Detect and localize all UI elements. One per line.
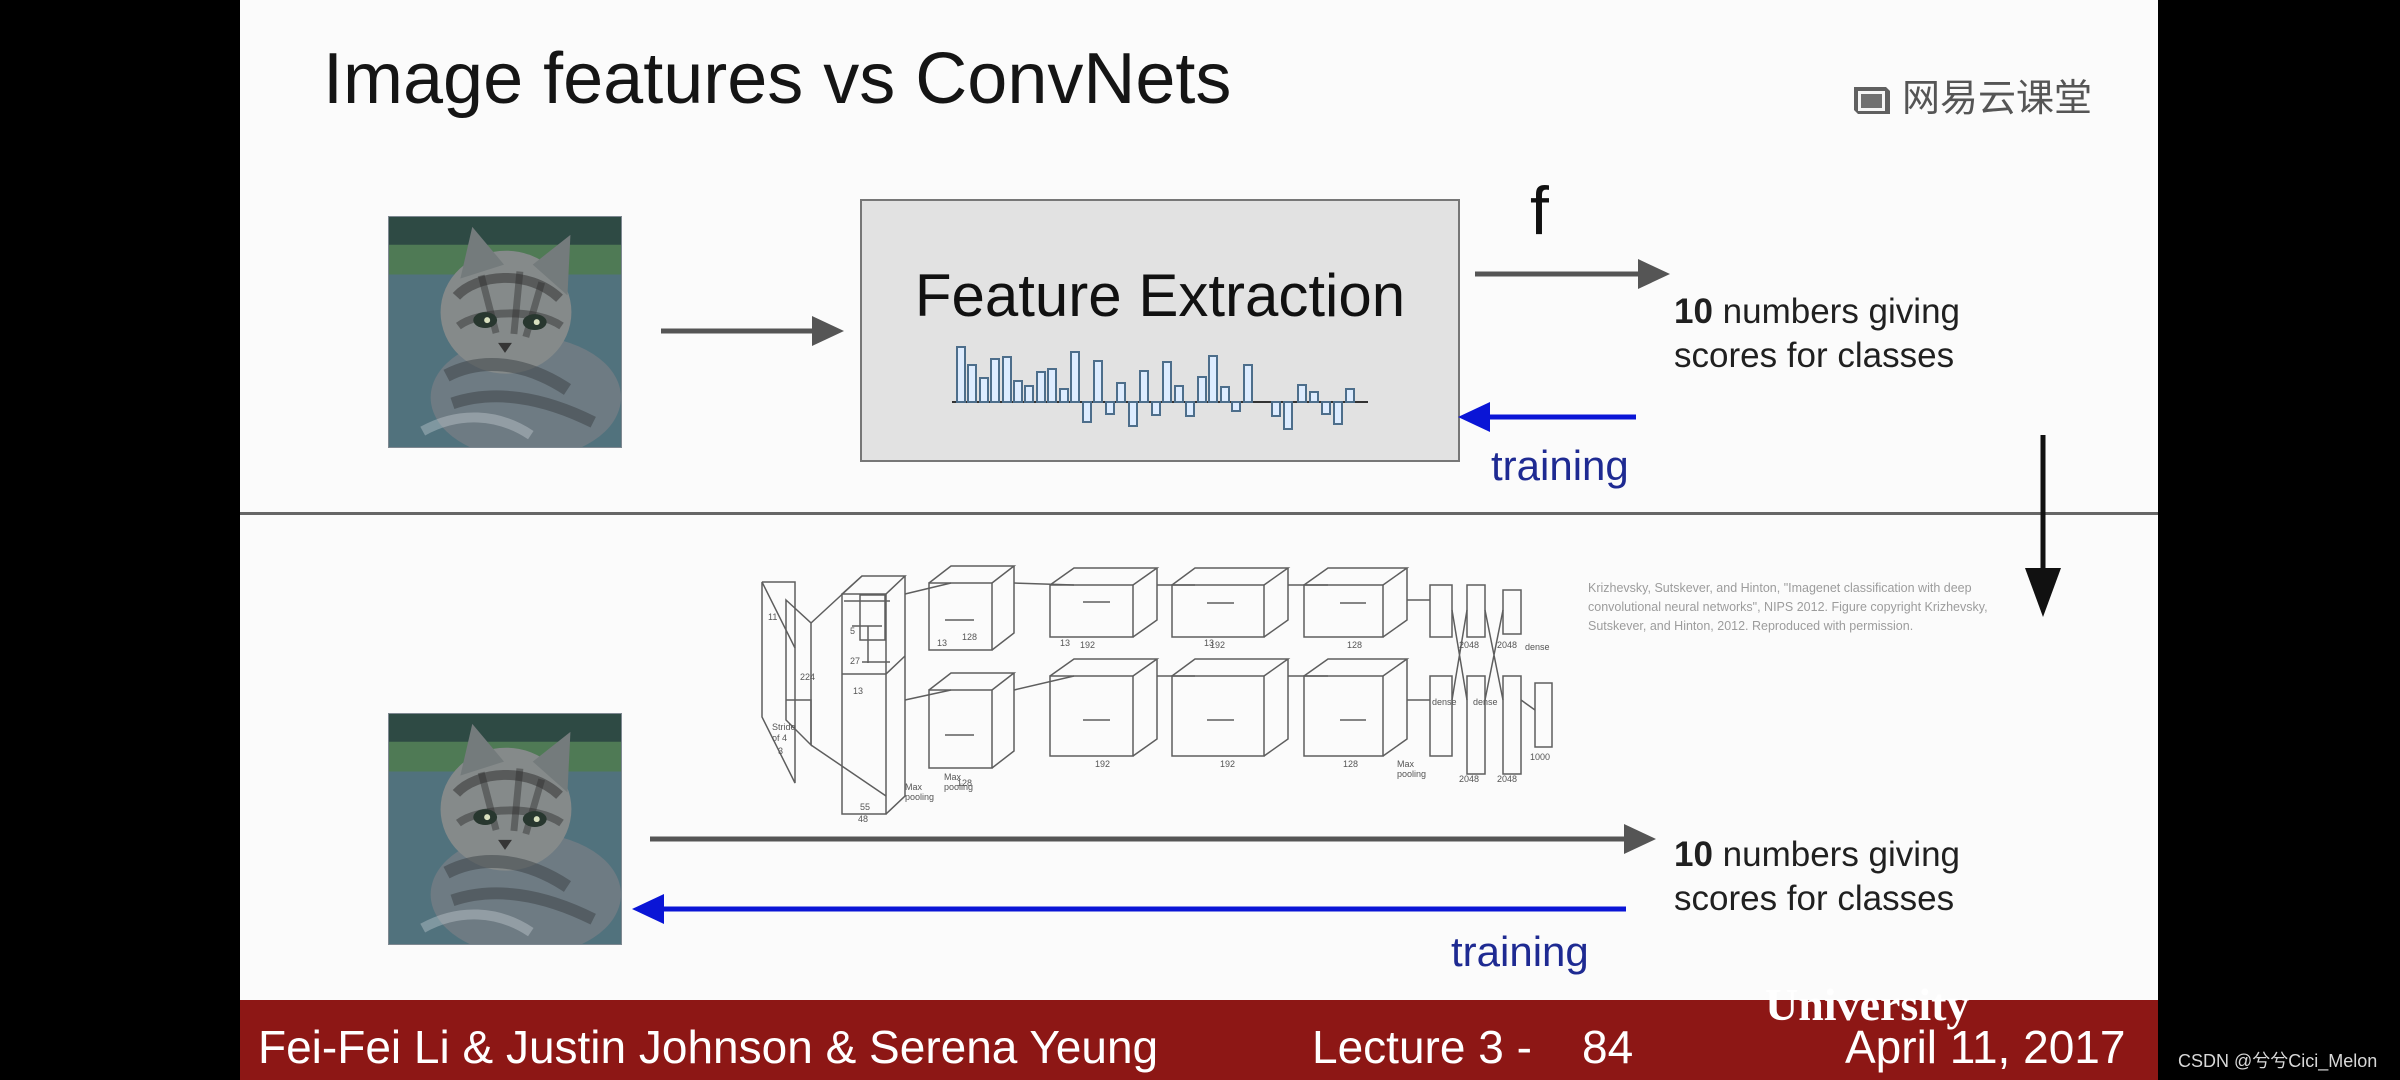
svg-text:13: 13 xyxy=(1204,638,1214,648)
svg-text:dense: dense xyxy=(1473,697,1498,707)
footer-lecture: Lecture 3 - xyxy=(1312,1020,1532,1074)
lecture-slide: Image features vs ConvNets 网易云课堂 xyxy=(240,0,2158,1080)
watermark-text: 网易云课堂 xyxy=(1902,76,2092,122)
svg-text:13: 13 xyxy=(853,686,863,696)
svg-text:128: 128 xyxy=(1347,640,1362,650)
footer-authors: Fei-Fei Li & Justin Johnson & Serena Yeu… xyxy=(258,1020,1158,1074)
svg-text:pooling: pooling xyxy=(1397,769,1426,779)
svg-text:128: 128 xyxy=(957,778,972,788)
training-arrow-top xyxy=(1458,402,1636,432)
svg-text:1000: 1000 xyxy=(1530,752,1550,762)
scores-text-top: 10 numbers giving scores for classes xyxy=(1674,290,1960,378)
svg-text:Max: Max xyxy=(1397,759,1415,769)
svg-text:2048: 2048 xyxy=(1459,774,1479,784)
svg-text:of 4: of 4 xyxy=(772,733,787,743)
footer-date: April 11, 2017 xyxy=(1845,1020,2125,1074)
svg-text:224: 224 xyxy=(800,672,815,682)
svg-text:13: 13 xyxy=(937,638,947,648)
footer-page-number: 84 xyxy=(1582,1020,1633,1074)
csdn-watermark: CSDN @兮兮Cici_Melon xyxy=(2178,1047,2377,1073)
svg-text:192: 192 xyxy=(1220,759,1235,769)
slide-footer: University Fei-Fei Li & Justin Johnson &… xyxy=(240,1000,2158,1080)
svg-text:192: 192 xyxy=(1095,759,1110,769)
cat-image-top xyxy=(388,216,622,448)
svg-text:2048: 2048 xyxy=(1497,640,1517,650)
svg-text:55: 55 xyxy=(860,802,870,812)
forward-arrow-bottom xyxy=(650,824,1656,854)
scores-count-top: 10 numbers giving xyxy=(1674,292,1960,331)
svg-text:192: 192 xyxy=(1210,640,1225,650)
svg-text:128: 128 xyxy=(962,632,977,642)
forward-arrow-output-top xyxy=(1475,259,1670,289)
svg-text:Max: Max xyxy=(905,782,923,792)
svg-text:Stride: Stride xyxy=(772,722,796,732)
section-divider xyxy=(240,512,2158,515)
netease-watermark: 网易云课堂 xyxy=(1850,74,2120,124)
svg-text:192: 192 xyxy=(1080,640,1095,650)
svg-text:27: 27 xyxy=(850,656,860,666)
svg-text:pooling: pooling xyxy=(944,782,973,792)
feature-histogram-icon xyxy=(952,341,1372,431)
svg-text:dense: dense xyxy=(1525,642,1550,652)
training-label-top: training xyxy=(1491,442,1629,490)
slide-title: Image features vs ConvNets xyxy=(323,38,1231,120)
cat-image-bottom xyxy=(388,713,622,945)
cat-photo-top xyxy=(389,217,621,447)
f-function-label: f xyxy=(1530,172,1549,250)
svg-text:2048: 2048 xyxy=(1497,774,1517,784)
cat-photo-bottom xyxy=(389,714,621,944)
svg-text:2048: 2048 xyxy=(1459,640,1479,650)
svg-text:pooling: pooling xyxy=(905,792,934,802)
feature-extraction-label: Feature Extraction xyxy=(862,261,1458,330)
svg-text:11: 11 xyxy=(768,612,777,622)
svg-text:3: 3 xyxy=(778,746,783,756)
scores-line-two-bottom: scores for classes xyxy=(1674,879,1954,918)
scores-text-bottom: 10 numbers giving scores for classes xyxy=(1674,833,1960,921)
open-book-icon xyxy=(1850,82,1894,118)
scores-line-two-top: scores for classes xyxy=(1674,336,1954,375)
down-arrow xyxy=(2025,435,2061,617)
alexnet-diagram xyxy=(762,566,1552,814)
svg-text:Max: Max xyxy=(944,772,962,782)
feature-extraction-box: Feature Extraction xyxy=(860,199,1460,462)
training-label-bottom: training xyxy=(1451,928,1589,976)
svg-text:dense: dense xyxy=(1432,697,1457,707)
svg-text:48: 48 xyxy=(858,814,868,824)
svg-text:13: 13 xyxy=(1060,638,1070,648)
forward-arrow-top xyxy=(661,316,844,346)
svg-text:128: 128 xyxy=(1343,759,1358,769)
svg-text:5: 5 xyxy=(850,626,855,636)
training-arrow-bottom xyxy=(632,894,1626,924)
scores-count-bottom: 10 numbers giving xyxy=(1674,835,1960,874)
citation-text: Krizhevsky, Sutskever, and Hinton, "Imag… xyxy=(1588,579,2008,636)
